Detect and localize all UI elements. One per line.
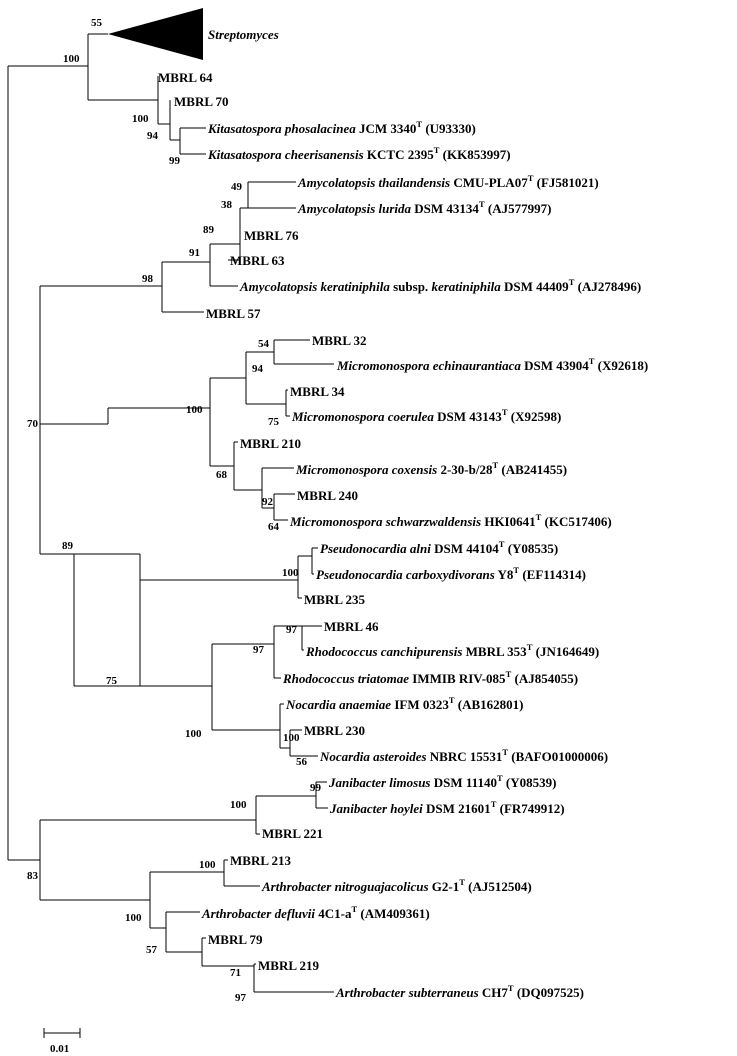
leaf-mbrl-32: MBRL 32 [312,333,367,348]
leaf-streptomyces: Streptomyces [208,27,279,42]
bootstrap-value: 100 [283,732,300,744]
leaf-arthrobacter-defluvii: Arthrobacter defluvii 4C1-aT (AM409361) [201,904,430,921]
leaf-mbrl-221: MBRL 221 [262,826,323,841]
leaf-nocardia-anaemiae: Nocardia anaemiae IFM 0323T (AB162801) [285,695,524,712]
bootstrap-value: 97 [253,644,265,656]
bootstrap-values: 55 100 100 94 99 49 38 89 91 98 54 94 75… [27,17,322,1004]
leaf-mbrl-210: MBRL 210 [240,436,301,451]
scale-bar: 0.01 [43,1028,81,1055]
leaf-arthrobacter-nitroguajacolicus: Arthrobacter nitroguajacolicus G2-1T (AJ… [261,877,532,894]
leaf-kitasatospora-cheerisanensis: Kitasatospora cheerisanensis KCTC 2395T … [207,145,511,162]
bootstrap-value: 38 [221,199,233,211]
bootstrap-value: 100 [185,728,202,740]
leaf-mbrl-235: MBRL 235 [304,592,366,607]
bootstrap-value: 57 [146,944,158,956]
leaf-amycolatopsis-keratiniphila: Amycolatopsis keratiniphila subsp. kerat… [239,277,641,294]
leaf-kitasatospora-phosalacinea: Kitasatospora phosalacinea JCM 3340T (U9… [207,119,476,136]
bootstrap-value: 94 [252,363,264,375]
bootstrap-value: 97 [286,624,298,636]
leaf-mbrl-213: MBRL 213 [230,853,292,868]
bootstrap-value: 75 [268,416,280,428]
bootstrap-value: 100 [63,53,80,65]
leaf-micromonospora-schwarzwaldensis: Micromonospora schwarzwaldensis HKI0641T… [289,512,612,529]
leaf-rhodococcus-canchipurensis: Rhodococcus canchipurensis MBRL 353T (JN… [305,642,599,659]
leaf-mbrl-79: MBRL 79 [208,932,263,947]
leaf-amycolatopsis-lurida: Amycolatopsis lurida DSM 43134T (AJ57799… [297,199,551,216]
bootstrap-value: 100 [125,912,142,924]
leaf-amycolatopsis-thailandensis: Amycolatopsis thailandensis CMU-PLA07T (… [297,173,599,190]
bootstrap-value: 100 [230,799,247,811]
leaf-pseudonocardia-alni: Pseudonocardia alni DSM 44104T (Y08535) [320,539,558,556]
bootstrap-value: 83 [27,870,39,882]
bootstrap-value: 64 [268,521,280,533]
collapsed-clade-triangle [108,8,203,60]
bootstrap-value: 100 [282,567,299,579]
bootstrap-value: 100 [186,404,203,416]
leaf-arthrobacter-subterraneus: Arthrobacter subterraneus CH7T (DQ097525… [335,983,584,1000]
bootstrap-value: 49 [231,181,243,193]
leaf-mbrl-240: MBRL 240 [297,488,358,503]
bootstrap-value: 100 [132,113,149,125]
bootstrap-value: 75 [106,675,118,687]
bootstrap-value: 55 [91,17,103,29]
leaf-micromonospora-coerulea: Micromonospora coerulea DSM 43143T (X925… [291,407,561,424]
bootstrap-value: 56 [296,756,308,768]
bootstrap-value: 97 [235,992,247,1004]
bootstrap-value: 92 [262,496,274,508]
leaf-mbrl-230: MBRL 230 [304,723,365,738]
leaf-pseudonocardia-carboxydivorans: Pseudonocardia carboxydivorans Y8T (EF11… [316,565,586,582]
bootstrap-value: 91 [189,247,200,259]
bootstrap-value: 100 [199,859,216,871]
leaf-mbrl-46: MBRL 46 [324,619,379,634]
leaf-mbrl-64: MBRL 64 [158,70,213,85]
tree-branches [7,33,334,993]
leaf-mbrl-57: MBRL 57 [206,306,261,321]
leaf-mbrl-219: MBRL 219 [258,958,320,973]
leaf-mbrl-76: MBRL 76 [244,228,299,243]
leaf-micromonospora-echinaurantiaca: Micromonospora echinaurantiaca DSM 43904… [336,356,648,373]
leaf-mbrl-63: MBRL 63 [230,253,285,268]
leaf-rhodococcus-triatomae: Rhodococcus triatomae IMMIB RIV-085T (AJ… [282,669,578,686]
bootstrap-value: 70 [27,418,39,430]
leaf-mbrl-34: MBRL 34 [290,384,345,399]
bootstrap-value: 99 [169,155,181,167]
bootstrap-value: 99 [310,782,322,794]
bootstrap-value: 71 [230,967,241,979]
bootstrap-value: 68 [216,469,228,481]
bootstrap-value: 89 [62,540,74,552]
leaf-labels: Streptomyces MBRL 64 MBRL 70 Kitasatospo… [158,27,648,1000]
leaf-janibacter-limosus: Janibacter limosus DSM 11140T (Y08539) [328,773,556,790]
leaf-janibacter-hoylei: Janibacter hoylei DSM 21601T (FR749912) [329,799,565,816]
leaf-nocardia-asteroides: Nocardia asteroides NBRC 15531T (BAFO010… [319,747,608,764]
leaf-mbrl-70: MBRL 70 [174,94,229,109]
scale-bar-label: 0.01 [50,1043,69,1055]
bootstrap-value: 54 [258,338,270,350]
bootstrap-value: 98 [142,273,154,285]
leaf-micromonospora-coxensis: Micromonospora coxensis 2-30-b/28T (AB24… [295,460,567,477]
bootstrap-value: 94 [147,130,159,142]
bootstrap-value: 89 [203,224,215,236]
